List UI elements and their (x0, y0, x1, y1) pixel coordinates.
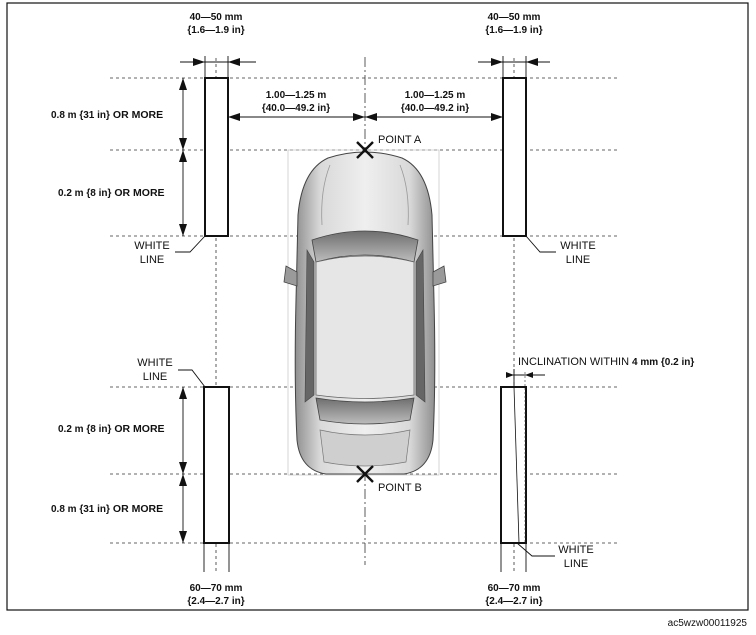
white-line-leader (525, 235, 556, 253)
white-line-rear-right-label: WHITE (558, 544, 593, 556)
white-line-strip-rear-left (203, 386, 230, 544)
point-a-marker (356, 141, 374, 159)
white-line-rear-right-label-2: LINE (564, 558, 588, 570)
point-b-label: POINT B (378, 482, 422, 494)
strip-width-top-left-label: 40—50 mm (190, 12, 243, 23)
strip-width-bottom-right-label: 60—70 mm (488, 583, 541, 594)
gap-dim-rear-02 (179, 387, 187, 474)
white-line-leader (175, 235, 206, 253)
gap-dim-front-02 (179, 150, 187, 236)
white-line-rear-left-label-2: LINE (143, 371, 167, 383)
white-line-strip-rear-right (500, 386, 527, 544)
gap-front-02-label: 0.2 m {8 in}OR MORE (58, 187, 165, 199)
inclination-line (513, 386, 520, 544)
strip-width-dim-bottom-left (203, 543, 230, 572)
gap-rear-02-label: 0.2 m {8 in}OR MORE (58, 423, 165, 435)
offset-left-inch-label: {40.0—49.2 in} (262, 103, 330, 114)
offset-left-label: 1.00—1.25 m (266, 90, 327, 101)
point-b-marker (356, 465, 374, 483)
white-line-front-left-label-2: LINE (140, 254, 164, 266)
white-line-front-right-label: WHITE (560, 240, 595, 252)
strip-width-dim-top-left (180, 56, 256, 78)
strip-width-dim-top-right (478, 56, 550, 78)
inclination-dim (506, 369, 545, 387)
gap-rear-08-label: 0.8 m {31 in}OR MORE (51, 503, 163, 515)
strip-width-dim-bottom-right (500, 543, 527, 572)
strip-width-top-right-inch-label: {1.6—1.9 in} (485, 25, 542, 36)
strip-width-bottom-right-inch-label: {2.4—2.7 in} (485, 596, 542, 607)
point-a-label: POINT A (378, 134, 422, 146)
white-line-leader (516, 542, 555, 557)
white-line-front-right-label-2: LINE (566, 254, 590, 266)
gap-dim-front-08 (179, 78, 187, 150)
offset-right-inch-label: {40.0—49.2 in} (401, 103, 469, 114)
diagram-frame (6, 2, 749, 611)
white-line-front-left-label: WHITE (134, 240, 169, 252)
strip-width-bottom-left-label: 60—70 mm (190, 583, 243, 594)
offset-dim-right (365, 113, 503, 121)
offset-dim-left (228, 113, 365, 121)
gap-dim-rear-08 (179, 474, 187, 543)
strip-width-top-left-inch-label: {1.6—1.9 in} (187, 25, 244, 36)
car-top-view-icon (283, 151, 447, 475)
gap-front-08-label: 0.8 m {31 in}OR MORE (51, 109, 163, 121)
white-line-strip-front-left (204, 77, 229, 237)
white-line-strip-front-right (502, 77, 527, 237)
figure-code: ac5wzw00011925 (668, 618, 748, 629)
strip-width-top-right-label: 40—50 mm (488, 12, 541, 23)
strip-width-bottom-left-inch-label: {2.4—2.7 in} (187, 596, 244, 607)
white-line-leader (178, 369, 206, 388)
offset-right-label: 1.00—1.25 m (405, 90, 466, 101)
white-line-rear-left-label: WHITE (137, 357, 172, 369)
